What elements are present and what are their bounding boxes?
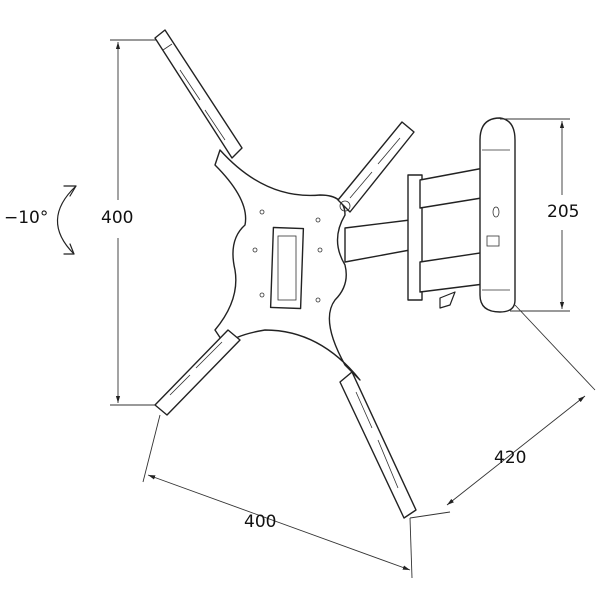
dimension-height-400	[110, 39, 160, 406]
tilt-arrow-icon	[56, 185, 77, 255]
extension-label: 420	[494, 448, 527, 468]
rail-top-left	[154, 29, 243, 159]
wall-plate-height-label: 205	[547, 202, 580, 222]
rail-bottom-right	[339, 371, 417, 519]
height-label: 400	[101, 208, 134, 228]
dimension-width-400	[142, 414, 413, 579]
width-label: 400	[244, 512, 277, 532]
vesa-plate	[214, 149, 361, 381]
rail-top-right	[337, 121, 415, 213]
wall-plate	[479, 117, 516, 313]
dimension-205	[500, 118, 570, 312]
dimension-420	[409, 304, 596, 519]
tilt-label: −10°	[4, 208, 49, 228]
rail-bottom-left	[154, 329, 241, 416]
